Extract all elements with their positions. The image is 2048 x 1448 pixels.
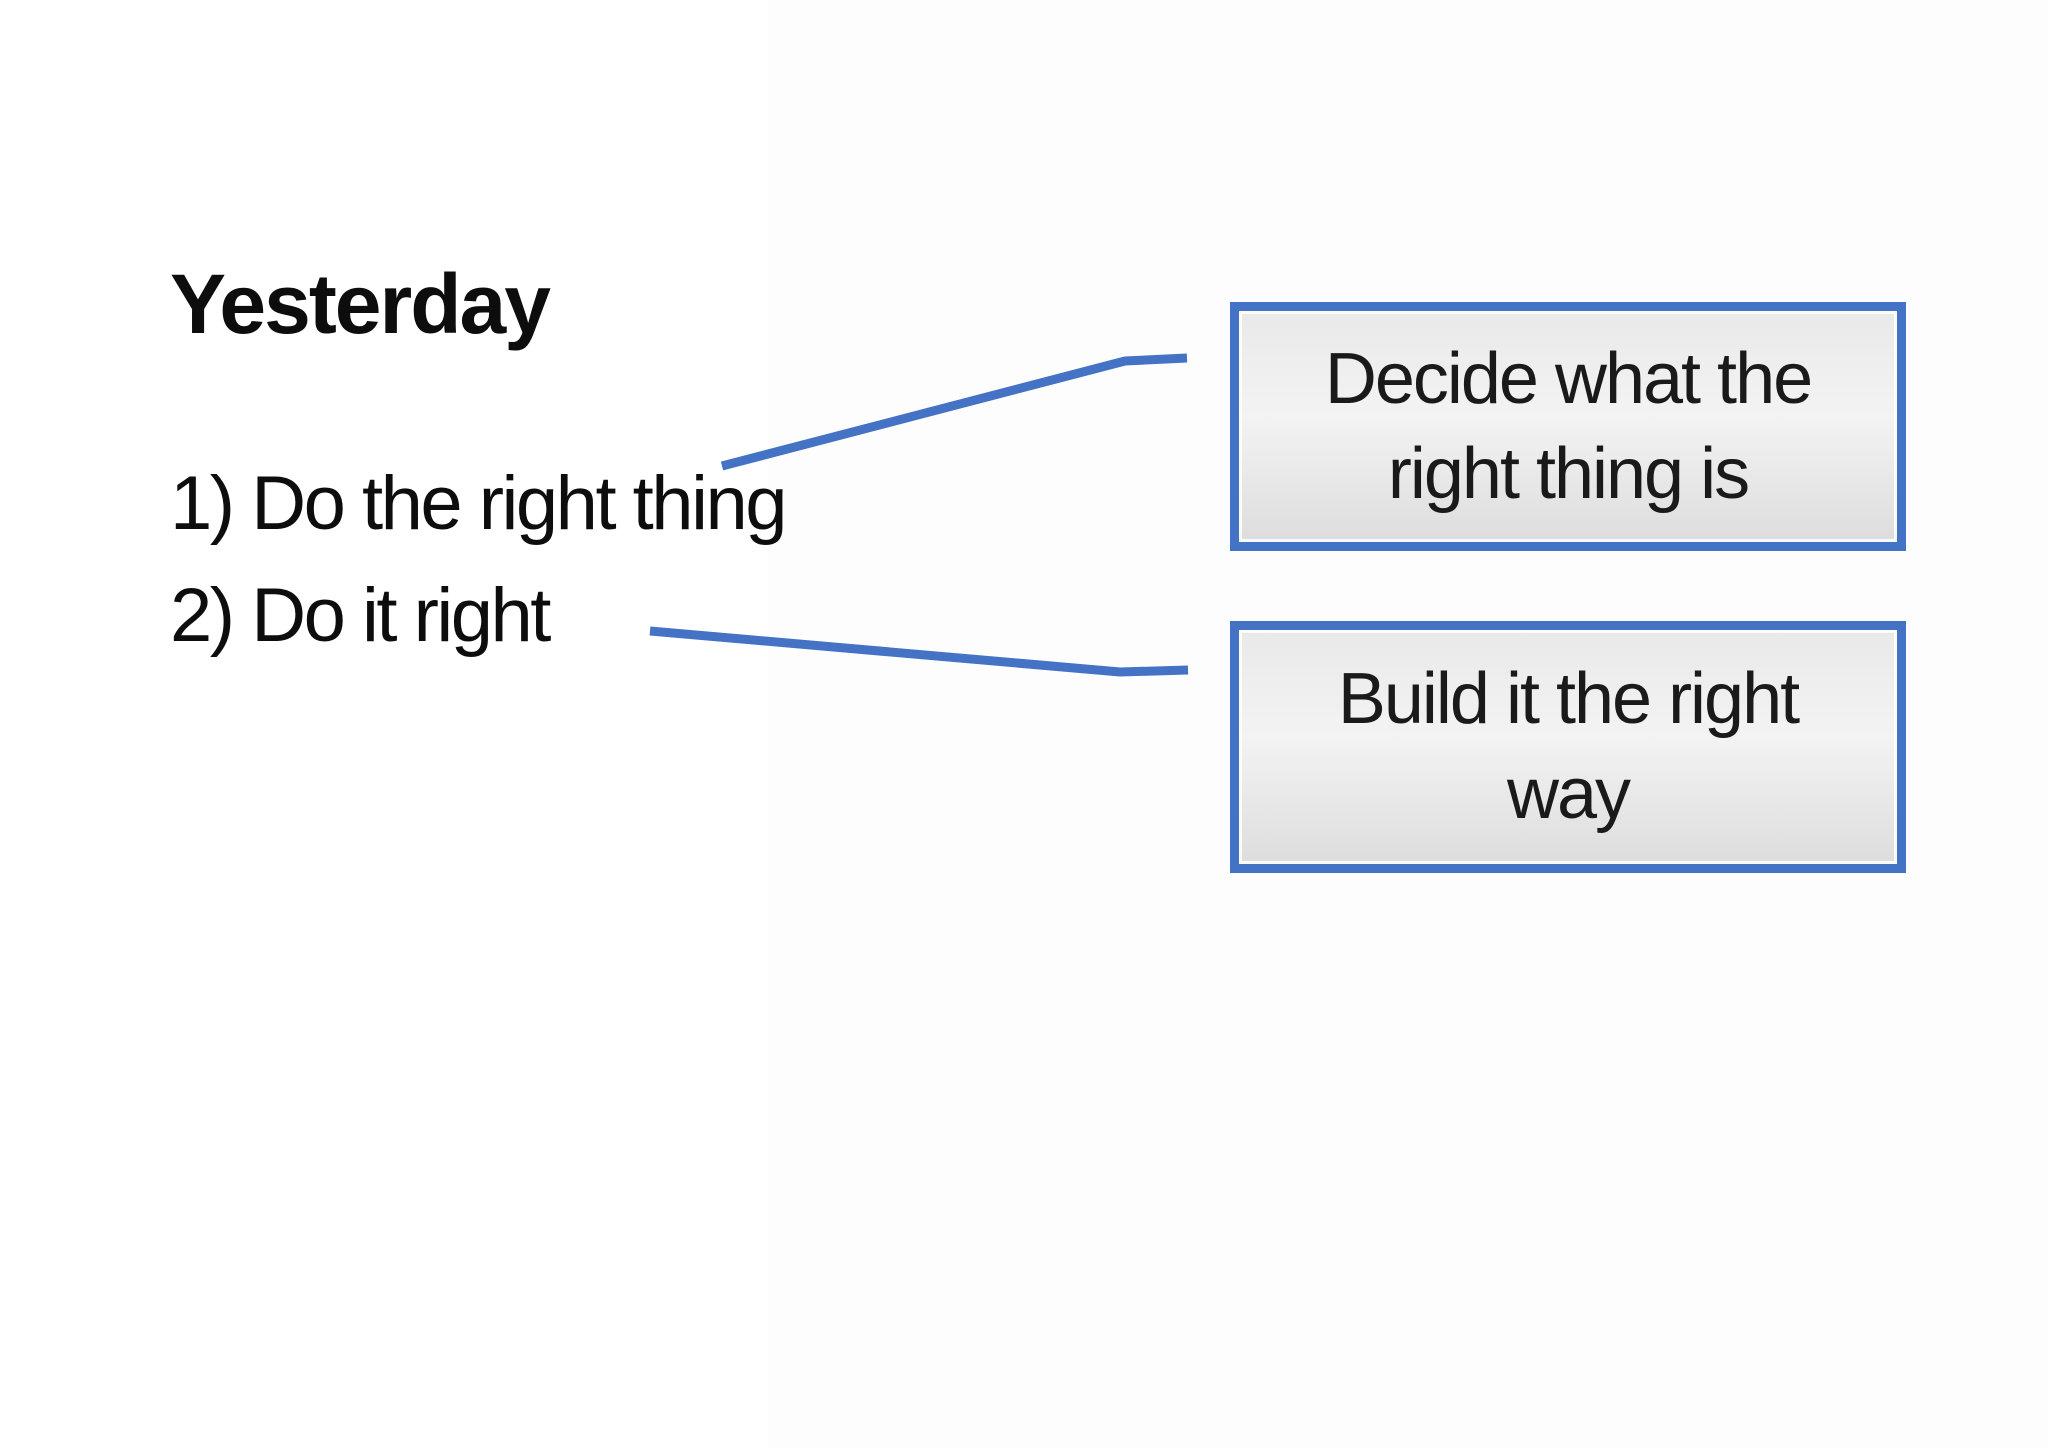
build-callout-box: Build it the right way bbox=[1230, 621, 1906, 873]
build-callout-text: Build it the right way bbox=[1337, 659, 1800, 834]
list-item-1: 1) Do the right thing bbox=[170, 461, 788, 546]
connector-line-to-build-box bbox=[649, 626, 1189, 677]
list-item-2: 2) Do it right bbox=[170, 573, 551, 658]
decide-callout-box: Decide what the right thing is bbox=[1230, 302, 1906, 551]
numbered-list: 1) Do the right thing 2) Do it right bbox=[170, 448, 788, 672]
slide-title: Yesterday bbox=[170, 257, 551, 351]
decide-callout-text: Decide what the right thing is bbox=[1324, 338, 1813, 514]
connector-line-to-decide-box bbox=[720, 353, 1188, 471]
